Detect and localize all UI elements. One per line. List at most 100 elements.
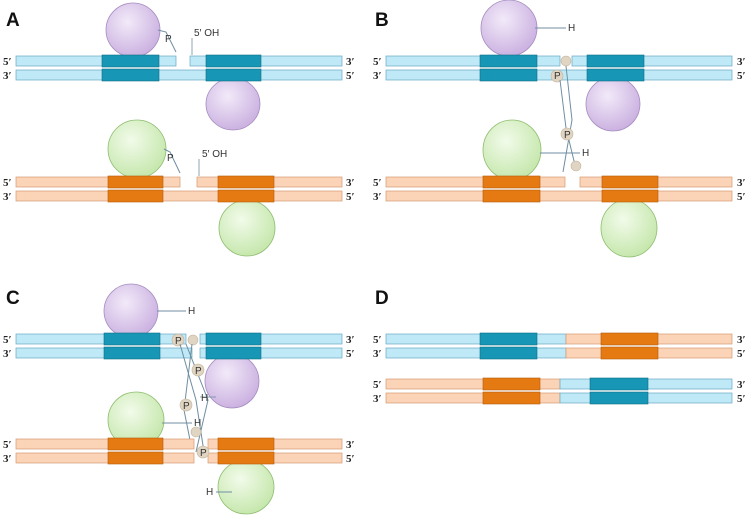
recombinant-duplex-bottom [385, 377, 733, 405]
binding-site [479, 346, 538, 360]
end-label: 5′ [3, 439, 12, 451]
phosphate-label: P [183, 401, 190, 412]
bead [191, 363, 205, 377]
binding-site [600, 346, 659, 360]
binding-site [217, 189, 275, 203]
binding-site [601, 175, 659, 189]
end-label: 5′ [737, 70, 746, 82]
binding-site [205, 332, 262, 346]
binding-site [479, 54, 538, 68]
hydrogen-label: H [201, 393, 208, 404]
binding-site [107, 189, 164, 203]
binding-site [479, 68, 538, 82]
binding-site [107, 437, 164, 451]
end-label: 3′ [373, 348, 382, 360]
bead [196, 445, 210, 459]
end-label: 3′ [3, 191, 12, 203]
orange-duplex [15, 437, 343, 465]
recombinant-duplex-top [385, 332, 733, 360]
end-label: 3′ [346, 334, 355, 346]
panel-letter-c: C [6, 288, 20, 309]
enzyme-green-top [107, 119, 167, 179]
blue-duplex [15, 54, 343, 82]
end-label: 3′ [373, 393, 382, 405]
end-label: 5′ [346, 453, 355, 465]
end-label: 5′ [346, 191, 355, 203]
end-label: 3′ [346, 177, 355, 189]
phosphate-bond-line [157, 29, 177, 53]
panel-letter-a: A [6, 10, 20, 31]
end-label: 5′ [373, 56, 382, 68]
end-label: 5′ [3, 334, 12, 346]
phosphate-label: P [564, 130, 571, 141]
hydrogen-label: H [188, 306, 195, 317]
hydrogen-label: H [206, 487, 213, 498]
binding-site [589, 391, 649, 405]
phosphate-label: P [195, 366, 202, 377]
panel-letter-d: D [375, 288, 389, 309]
end-label: 3′ [3, 453, 12, 465]
binding-site [217, 175, 275, 189]
enzyme-green-bottom [217, 459, 275, 515]
phosphate-label: P [554, 71, 561, 82]
orange-duplex [385, 175, 733, 203]
binding-site [103, 332, 161, 346]
binding-site [103, 346, 161, 360]
enzyme-green-bottom [218, 199, 276, 257]
bead [179, 398, 193, 412]
panel-c: H P P H P H H [3, 283, 355, 515]
end-label: 5′ [737, 191, 746, 203]
end-label: 3′ [737, 56, 746, 68]
binding-site [217, 451, 275, 465]
binding-site [482, 189, 541, 203]
binding-site [482, 391, 541, 405]
binding-site [589, 377, 649, 391]
binding-site [107, 451, 164, 465]
panel-d: 5′ 3′ 3′ 5′ 5′ 3′ 3′ 5′ [373, 332, 746, 405]
binding-site [586, 68, 645, 82]
end-label: 3′ [3, 70, 12, 82]
binding-site [586, 54, 645, 68]
bead [550, 69, 564, 83]
enzyme-green-bottom [600, 198, 658, 258]
bead [570, 160, 582, 172]
binding-site [217, 437, 275, 451]
end-label: 3′ [373, 70, 382, 82]
panel-b: H P P H 5′ 3′ 3′ 5′ 5′ 3′ 3′ 5′ [373, 0, 746, 258]
enzyme-purple-bottom [585, 76, 641, 132]
end-label: 3′ [737, 177, 746, 189]
bead [171, 333, 185, 347]
enzyme-purple-top [103, 283, 159, 339]
binding-site [205, 54, 262, 68]
enzyme-purple-bottom [204, 353, 260, 409]
enzyme-purple-bottom [205, 77, 261, 131]
binding-site [479, 332, 538, 346]
strand-exchange-line [559, 79, 576, 166]
end-label: 5′ [737, 348, 746, 360]
enzyme-green-top [482, 119, 542, 181]
end-label: 5′ [373, 379, 382, 391]
strand-exchange-line [179, 343, 205, 453]
enzyme-purple-top [105, 2, 161, 58]
phosphate-bond-line [163, 148, 181, 174]
phosphate-label: P [165, 34, 172, 45]
enzyme-purple-top [480, 0, 538, 57]
panel-a: P 5′ OH 5′ 3′ 3′ 5′ P 5′ OH 5′ 3′ 3′ 5′ [3, 2, 355, 257]
binding-site [205, 346, 262, 360]
binding-site [482, 377, 541, 391]
bead [187, 334, 199, 346]
end-label: 3′ [373, 191, 382, 203]
end-label: 5′ [3, 177, 12, 189]
end-label: 3′ [737, 379, 746, 391]
end-label: 3′ [737, 334, 746, 346]
orange-duplex [15, 175, 343, 203]
hydrogen-label: H [568, 23, 575, 34]
hydrogen-label: H [194, 418, 201, 429]
end-label: 5′ [737, 393, 746, 405]
binding-site [482, 175, 541, 189]
phosphate-label: P [200, 448, 207, 459]
hydrogen-label: H [582, 148, 589, 159]
binding-site [107, 175, 164, 189]
bead [560, 55, 572, 67]
